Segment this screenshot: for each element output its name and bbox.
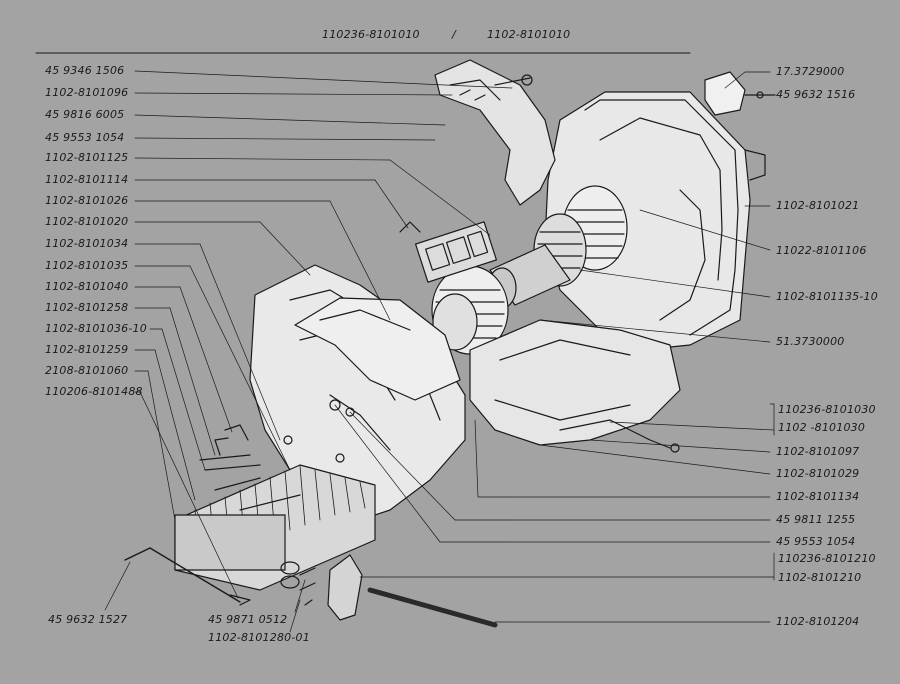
part-label: 45 9871 0512 — [208, 613, 288, 626]
part-label: 1102-8101036-10 — [45, 322, 147, 335]
part-label: 1102-8101204 — [776, 615, 860, 628]
part-label: 110236-8101210 — [778, 552, 876, 565]
part-label: 45 9553 1054 — [776, 535, 856, 548]
part-label: 1102-8101114 — [45, 173, 129, 186]
part-label: 1102-8101210 — [778, 571, 862, 584]
part-label: 1102-8101035 — [45, 259, 129, 272]
part-label: 1102-8101040 — [45, 280, 129, 293]
header-right: 1102-8101010 — [487, 28, 571, 41]
part-label: 1102-8101280-01 — [208, 631, 310, 644]
part-label: 11022-8101106 — [776, 244, 867, 257]
part-label: 1102-8101034 — [45, 237, 129, 250]
air-flap — [294, 297, 461, 401]
part-label: 1102-8101021 — [776, 199, 860, 212]
header-left: 110236-8101010 — [322, 28, 420, 41]
part-label: 2108-8101060 — [45, 364, 129, 377]
gasket — [414, 221, 498, 283]
top-bracket — [434, 59, 556, 206]
part-label: 45 9632 1527 — [48, 613, 128, 626]
clip — [704, 71, 746, 116]
part-label: 51.3730000 — [776, 335, 845, 348]
lower-housing — [469, 319, 681, 446]
part-label: 1102-8101259 — [45, 343, 129, 356]
part-label: 1102-8101258 — [45, 301, 129, 314]
part-label: 1102 -8101030 — [778, 421, 866, 434]
part-label: 45 9816 6005 — [45, 108, 125, 121]
part-label: 1102-8101135-10 — [776, 290, 878, 303]
header-separator: / — [452, 28, 456, 41]
part-label: 110236-8101030 — [778, 403, 876, 416]
part-label: 1102-8101020 — [45, 215, 129, 228]
part-label: 1102-8101125 — [45, 151, 129, 164]
radiator — [174, 464, 376, 591]
grommet — [327, 554, 363, 621]
part-label: 45 9346 1506 — [45, 64, 125, 77]
part-label: 45 9553 1054 — [45, 131, 125, 144]
part-label: 1102-8101097 — [776, 445, 860, 458]
part-label: 1102-8101096 — [45, 86, 129, 99]
part-label: 1102-8101029 — [776, 467, 860, 480]
hose — [367, 587, 498, 628]
part-label: 110206-8101488 — [45, 385, 143, 398]
part-label: 1102-8101134 — [776, 490, 860, 503]
part-label: 45 9811 1255 — [776, 513, 856, 526]
part-label: 1102-8101026 — [45, 194, 129, 207]
part-label: 17.3729000 — [776, 65, 845, 78]
part-label: 45 9632 1516 — [776, 88, 856, 101]
